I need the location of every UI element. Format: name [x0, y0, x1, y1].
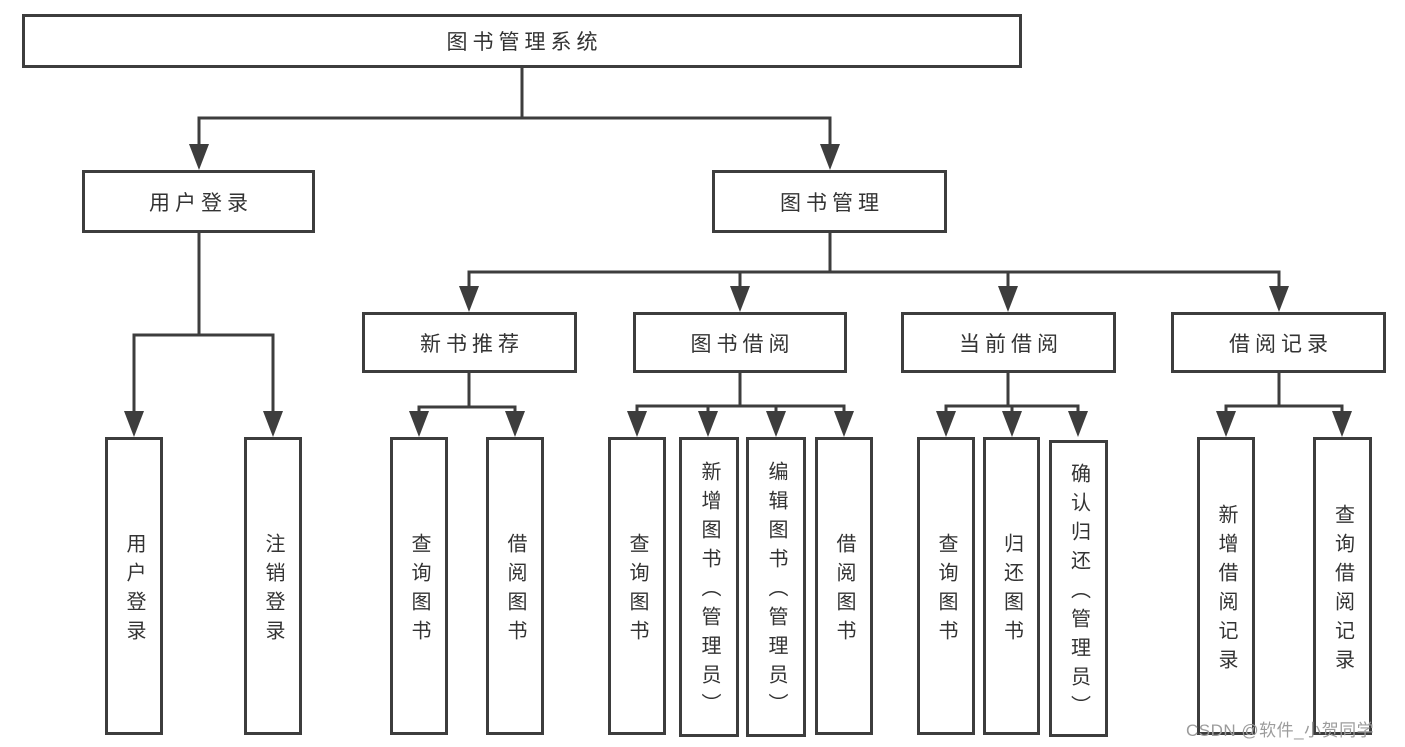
node-leaf-logout: 注销登录	[244, 437, 302, 735]
node-label: 借阅图书	[504, 532, 526, 649]
node-label: 用户登录	[149, 191, 253, 215]
node-current-borrow: 当前借阅	[901, 312, 1116, 373]
node-label: 查询借阅记录	[1331, 503, 1354, 678]
node-leaf-borrow-books-1: 借阅图书	[486, 437, 544, 735]
node-label: 图书管理系统	[446, 31, 603, 54]
node-root: 图书管理系统	[22, 14, 1022, 68]
node-label: 图书借阅	[690, 332, 795, 356]
node-user-login-branch: 用户登录	[82, 170, 315, 233]
node-book-management: 图书管理	[712, 170, 947, 233]
node-label: 用户登录	[123, 532, 145, 649]
node-leaf-query-books-3: 查询图书	[917, 437, 975, 735]
node-label: 查询图书	[935, 532, 957, 649]
node-book-borrow: 图书借阅	[633, 312, 847, 373]
node-leaf-confirm-return-admin: 确认归还（管理员）	[1049, 440, 1108, 737]
node-label: 新增借阅记录	[1215, 503, 1237, 678]
node-leaf-borrow-books-2: 借阅图书	[815, 437, 873, 735]
node-leaf-add-book-admin: 新增图书（管理员）	[679, 437, 739, 737]
node-label: 归还图书	[1000, 532, 1023, 649]
node-leaf-return-book: 归还图书	[983, 437, 1040, 735]
node-leaf-add-borrow-record: 新增借阅记录	[1197, 437, 1255, 735]
node-label: 借阅图书	[833, 532, 855, 649]
node-label: 借阅记录	[1229, 332, 1333, 356]
node-new-book-recommend: 新书推荐	[362, 312, 577, 373]
watermark: CSDN @软件_小贺同学	[1186, 721, 1375, 740]
node-label: 查询图书	[626, 532, 648, 649]
node-leaf-edit-book-admin: 编辑图书（管理员）	[746, 437, 806, 737]
arrowheads	[124, 144, 1352, 437]
node-label: 图书管理	[780, 191, 884, 215]
node-label: 确认归还（管理员）	[1067, 462, 1090, 724]
node-label: 查询图书	[408, 532, 430, 649]
node-label: 编辑图书（管理员）	[765, 461, 787, 722]
node-label: 注销登录	[262, 532, 284, 649]
node-leaf-query-books-2: 查询图书	[608, 437, 666, 735]
node-borrow-records: 借阅记录	[1171, 312, 1386, 373]
node-label: 当前借阅	[959, 332, 1063, 356]
node-label: 新书推荐	[420, 332, 524, 356]
node-leaf-query-books-1: 查询图书	[390, 437, 448, 735]
node-label: 新增图书（管理员）	[698, 461, 720, 722]
node-leaf-query-borrow-record: 查询借阅记录	[1313, 437, 1372, 735]
node-leaf-user-login: 用户登录	[105, 437, 163, 735]
